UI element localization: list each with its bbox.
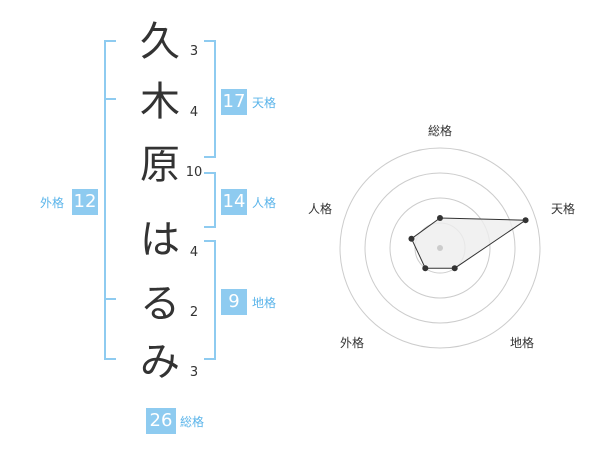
gaikaku-label: 外格 bbox=[40, 196, 65, 210]
radar-point-1 bbox=[437, 215, 443, 221]
radar-point-4 bbox=[422, 265, 429, 272]
radar-label-gaikaku: 外格 bbox=[340, 336, 365, 350]
radar-label-chikaku: 地格 bbox=[510, 336, 535, 350]
soukaku-badge: 26 bbox=[146, 408, 176, 434]
jinkaku-badge: 14 bbox=[221, 189, 247, 215]
radar-label-jinkaku: 人格 bbox=[308, 202, 333, 216]
stroke-count-4: 4 bbox=[189, 245, 199, 260]
name-char-4: は bbox=[140, 217, 180, 263]
radar-points bbox=[408, 215, 529, 272]
radar-point-3 bbox=[451, 265, 458, 272]
chikaku-label: 地格 bbox=[252, 296, 277, 310]
name-char-6: み bbox=[140, 339, 180, 385]
soukaku-label: 総格 bbox=[180, 415, 205, 429]
stroke-count-6: 3 bbox=[189, 365, 199, 380]
name-char-2: 木 bbox=[140, 79, 180, 125]
gaikaku-badge: 12 bbox=[72, 189, 98, 215]
tenkaku-label: 天格 bbox=[252, 96, 277, 110]
radar-label-tenkaku: 天格 bbox=[551, 202, 576, 216]
stroke-count-5: 2 bbox=[189, 305, 199, 320]
radar-polygon bbox=[410, 217, 528, 269]
stroke-count-2: 4 bbox=[189, 105, 199, 120]
stroke-count-1: 3 bbox=[189, 44, 199, 59]
stroke-count-3: 10 bbox=[185, 165, 203, 180]
radar-point-2 bbox=[522, 217, 529, 224]
name-char-1: 久 bbox=[140, 19, 180, 65]
radar-label-soukaku: 総格 bbox=[428, 124, 453, 138]
name-char-5: る bbox=[140, 281, 180, 327]
radar-ring bbox=[339, 147, 541, 349]
jinkaku-label: 人格 bbox=[252, 196, 277, 210]
name-char-3: 原 bbox=[140, 142, 180, 188]
radar-point-5 bbox=[408, 235, 415, 242]
tenkaku-badge: 17 bbox=[221, 89, 247, 115]
radar-rings bbox=[339, 147, 541, 349]
chikaku-badge: 9 bbox=[221, 289, 247, 315]
radar-center-dot bbox=[437, 245, 443, 251]
radar-ring bbox=[364, 172, 516, 324]
radar-ring bbox=[389, 197, 491, 299]
